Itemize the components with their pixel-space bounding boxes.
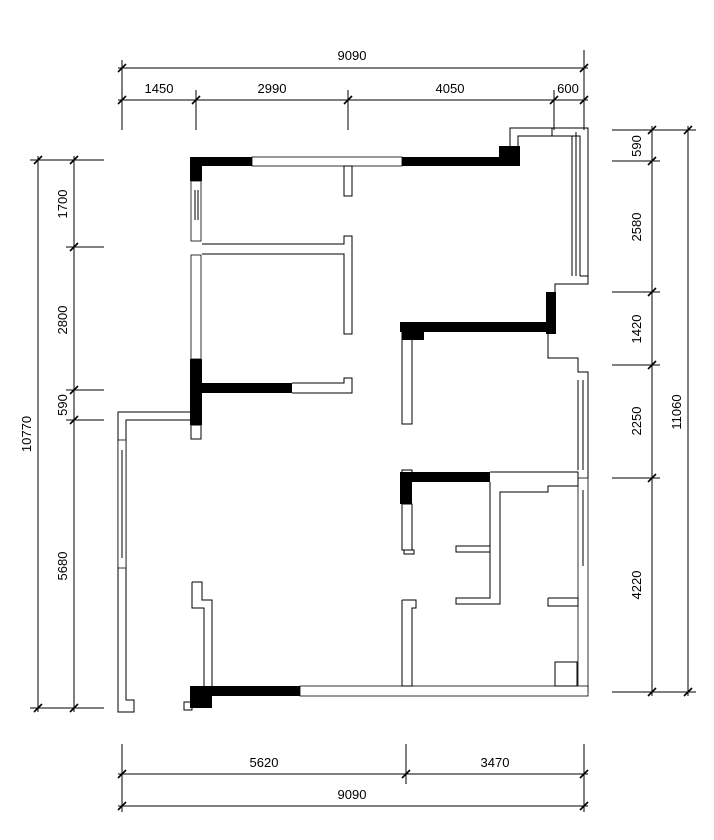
top-total-label: 9090 bbox=[338, 48, 367, 63]
right-dimensions: 11060 590 2580 1420 2250 4220 bbox=[612, 125, 696, 697]
top-dim-4-label: 600 bbox=[557, 81, 579, 96]
right-dim-5-label: 4220 bbox=[629, 571, 644, 600]
left-dim-3-label: 590 bbox=[55, 394, 70, 416]
bottom-dim-2-label: 3470 bbox=[481, 755, 510, 770]
top-dim-1-label: 1450 bbox=[145, 81, 174, 96]
bottom-total-label: 9090 bbox=[338, 787, 367, 802]
top-dim-3-label: 4050 bbox=[436, 81, 465, 96]
right-dim-2-label: 2580 bbox=[629, 213, 644, 242]
top-dim-2-label: 2990 bbox=[258, 81, 287, 96]
left-dim-1-label: 1700 bbox=[55, 190, 70, 219]
right-dim-1-label: 590 bbox=[629, 135, 644, 157]
bottom-dimensions: 5620 3470 9090 bbox=[117, 744, 589, 812]
left-dimensions: 10770 1700 2800 590 5680 bbox=[19, 155, 104, 713]
left-total-label: 10770 bbox=[19, 416, 34, 452]
right-total-label: 11060 bbox=[669, 394, 684, 429]
right-dim-3-label: 1420 bbox=[629, 315, 644, 344]
left-dim-4-label: 5680 bbox=[55, 552, 70, 581]
top-dimensions: 9090 1450 2990 4050 600 bbox=[117, 48, 589, 130]
bottom-dim-1-label: 5620 bbox=[250, 755, 279, 770]
walls bbox=[117, 127, 589, 713]
right-dim-4-label: 2250 bbox=[629, 407, 644, 436]
left-dim-2-label: 2800 bbox=[55, 306, 70, 335]
